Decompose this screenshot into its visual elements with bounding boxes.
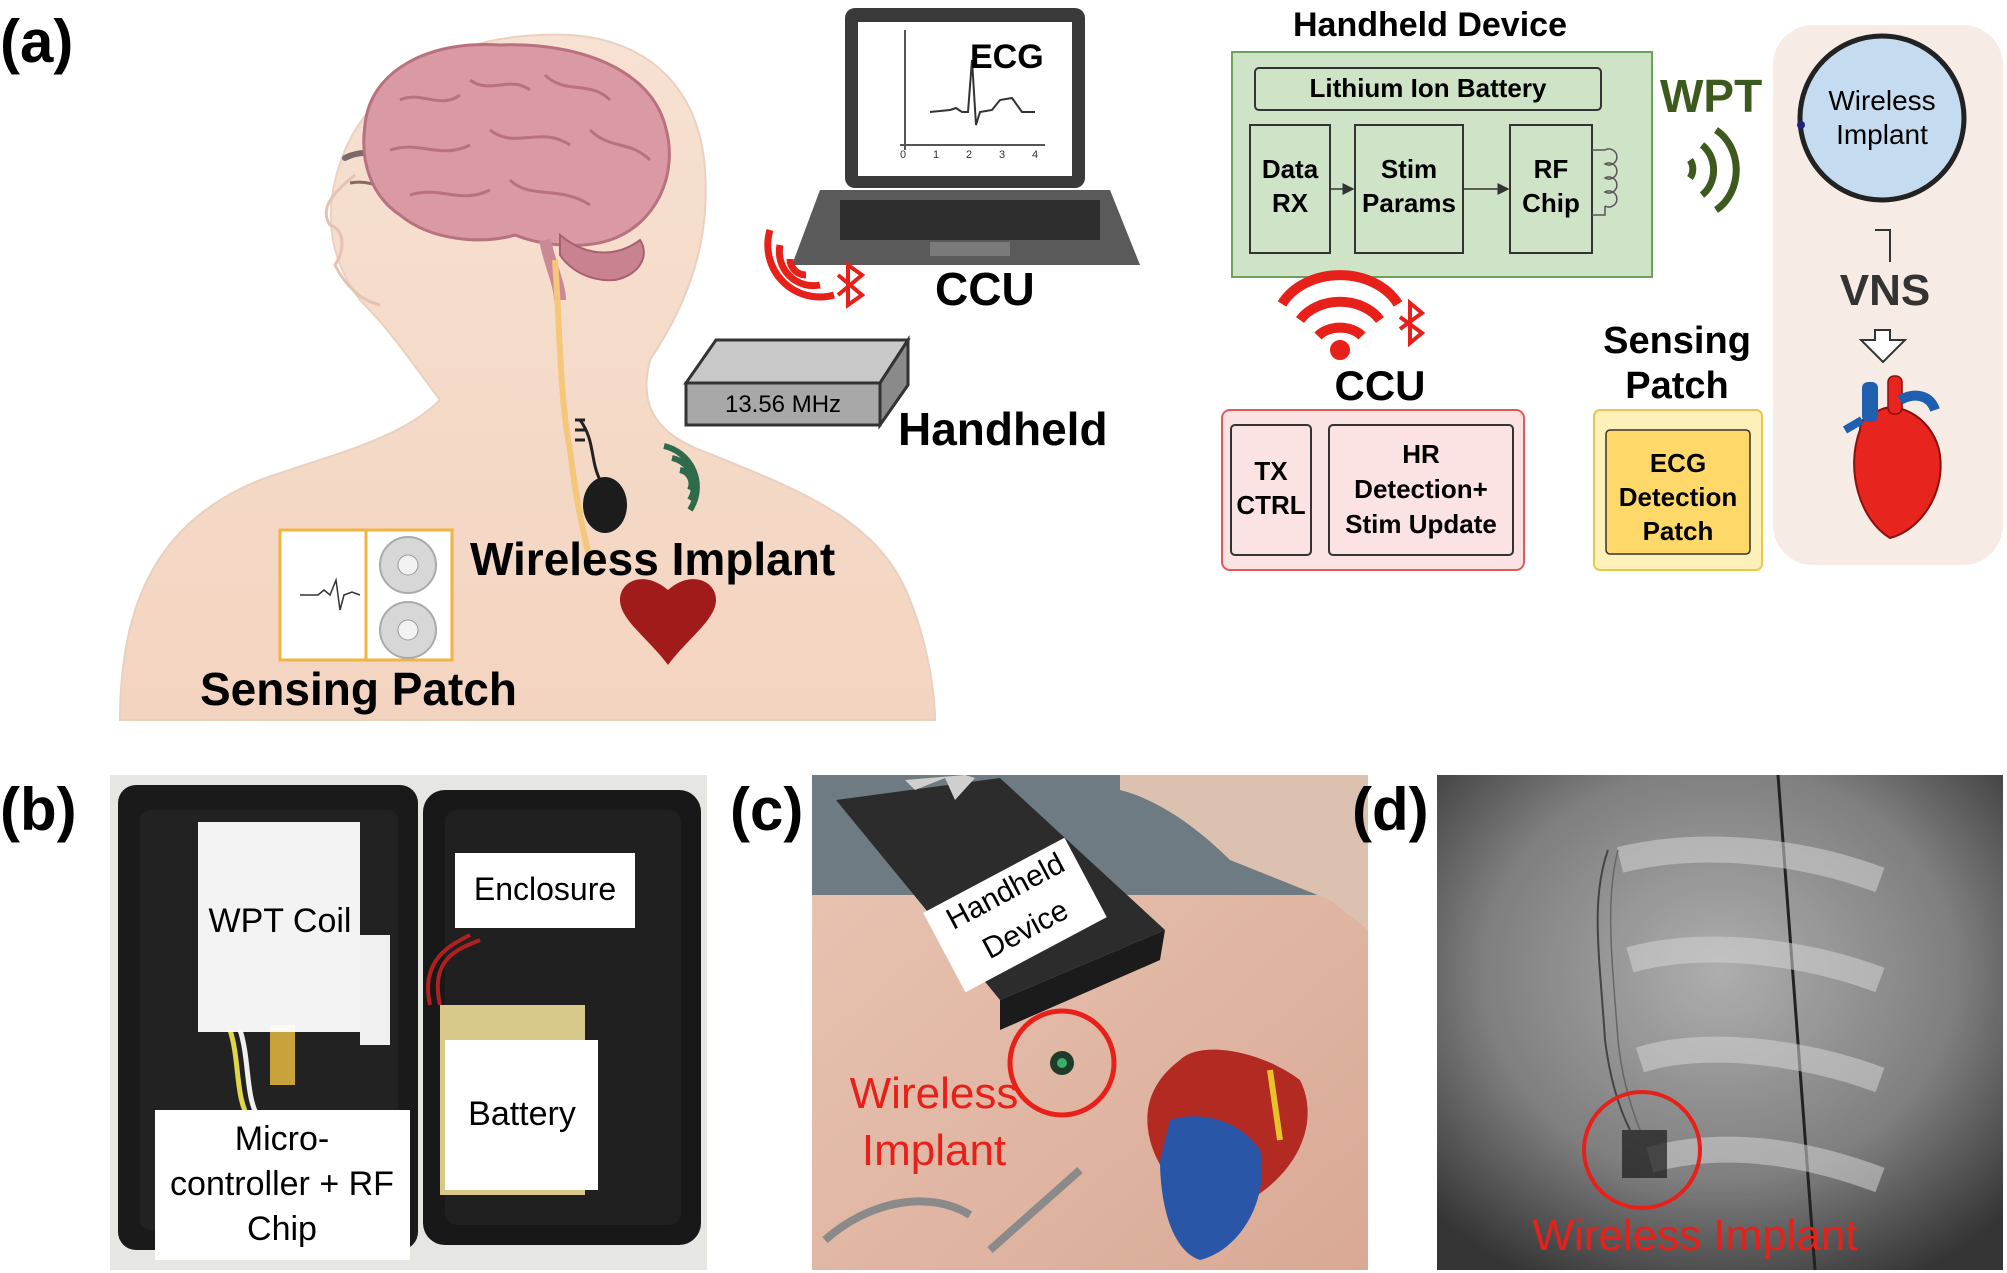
micro-label: controller + RF xyxy=(170,1165,394,1203)
implant-photo-label: Wireless xyxy=(850,1069,1019,1118)
hr-label: HR xyxy=(1402,439,1440,469)
sensing-patch-block-title: Sensing xyxy=(1603,320,1751,362)
xray-implant-highlight-circle xyxy=(1582,1090,1702,1210)
ccu-bluetooth-icon xyxy=(1398,298,1426,348)
stim-params-label: Stim xyxy=(1381,154,1437,184)
data-rx-label: Data xyxy=(1262,154,1319,184)
hr-label: Stim Update xyxy=(1345,509,1497,539)
handheld-device-tag xyxy=(923,837,1107,993)
panel-b-label: (b) xyxy=(0,776,77,843)
wpt-signal-icon xyxy=(1686,127,1740,213)
micro-label: Chip xyxy=(247,1210,317,1248)
vagus-nerve xyxy=(552,259,593,561)
stim-params-block xyxy=(1354,124,1464,254)
rf-chip-label: RF xyxy=(1534,154,1569,184)
vns-label: VNS xyxy=(1840,266,1930,315)
ecg-patch-label: Detection xyxy=(1619,482,1737,512)
ccu-wifi-icon xyxy=(1277,270,1403,360)
implant-coil xyxy=(1797,33,1967,203)
anatomical-heart-icon xyxy=(1842,375,1942,540)
ecg-tick: 4 xyxy=(1032,149,1038,161)
ecg-tick: 1 xyxy=(933,149,939,161)
tx-ctrl-label: TX xyxy=(1254,456,1288,486)
enclosure-label: Enclosure xyxy=(474,871,616,907)
implant-device-icon xyxy=(575,418,627,533)
ecg-axis-ticks: 0 1 2 3 4 xyxy=(900,149,1038,161)
enclosure-tag xyxy=(455,853,635,928)
ccu-title: CCU xyxy=(1335,362,1426,409)
ccu-laptop-label: CCU xyxy=(935,263,1035,315)
panel-c-label: (c) xyxy=(730,776,803,843)
sensing-patch-label: Sensing Patch xyxy=(200,663,517,715)
xray-image xyxy=(1437,774,2003,1271)
rf-chip-block xyxy=(1509,124,1593,254)
implant-label: Wireless Implant xyxy=(470,533,835,585)
handheld-box-icon xyxy=(683,334,911,430)
ecg-patch-label: ECG xyxy=(1650,448,1706,478)
tx-ctrl-label: CTRL xyxy=(1236,490,1305,520)
battery-label: Lithium Ion Battery xyxy=(1310,73,1547,103)
ecg-patch-block xyxy=(1605,429,1751,555)
panel-a-label: (a) xyxy=(0,8,73,75)
ecg-tick: 3 xyxy=(999,149,1005,161)
sensing-patch-illustration xyxy=(278,528,454,662)
data-rx-label: RX xyxy=(1272,188,1309,218)
implant-connector xyxy=(1797,121,1805,129)
implant-block-label: Implant xyxy=(1836,119,1928,150)
battery-block xyxy=(1254,67,1602,111)
sensing-patch-block-title: Patch xyxy=(1625,365,1728,407)
wifi-icon xyxy=(764,228,835,301)
photo-surgery xyxy=(812,775,1368,1270)
stim-params-label: Params xyxy=(1362,188,1456,218)
implant-highlight-circle xyxy=(1007,1008,1117,1118)
wpt-coil-tag xyxy=(198,822,360,1032)
tx-ctrl-block xyxy=(1230,424,1312,556)
handheld-device-title: Handheld Device xyxy=(1293,6,1567,44)
hr-label: Detection+ xyxy=(1354,474,1488,504)
heart-icon xyxy=(620,579,716,665)
frequency-label: 13.56 MHz xyxy=(725,391,841,418)
wireless-signal-icon xyxy=(663,443,700,512)
laptop-icon xyxy=(792,8,1140,265)
data-rx-block xyxy=(1249,124,1331,254)
implant-block-label: Wireless xyxy=(1828,85,1935,116)
coil-icon xyxy=(1592,148,1618,216)
handheld-label: Handheld xyxy=(898,403,1108,455)
rf-chip-label: Chip xyxy=(1522,188,1580,218)
wpt-coil-label: WPT Coil xyxy=(209,902,352,940)
micro-label: Micro- xyxy=(235,1120,329,1158)
micro-tag xyxy=(155,1110,410,1260)
arrow xyxy=(1875,229,1891,262)
ecg-tick: 0 xyxy=(900,149,906,161)
battery-tag xyxy=(445,1040,598,1190)
ecg-tick: 2 xyxy=(966,149,972,161)
ecg-title: ECG xyxy=(970,38,1044,76)
bluetooth-icon xyxy=(836,261,866,309)
wpt-label: WPT xyxy=(1660,70,1762,122)
panel-d-label: (d) xyxy=(1352,776,1429,843)
battery-photo-label: Battery xyxy=(468,1095,576,1133)
xray-implant-label: Wireless Implant xyxy=(1532,1211,1857,1260)
ecg-patch-label: Patch xyxy=(1643,516,1714,546)
implant-photo-label: Implant xyxy=(862,1126,1006,1175)
arrow-down-icon xyxy=(1858,329,1908,364)
hr-detection-block xyxy=(1328,424,1514,556)
